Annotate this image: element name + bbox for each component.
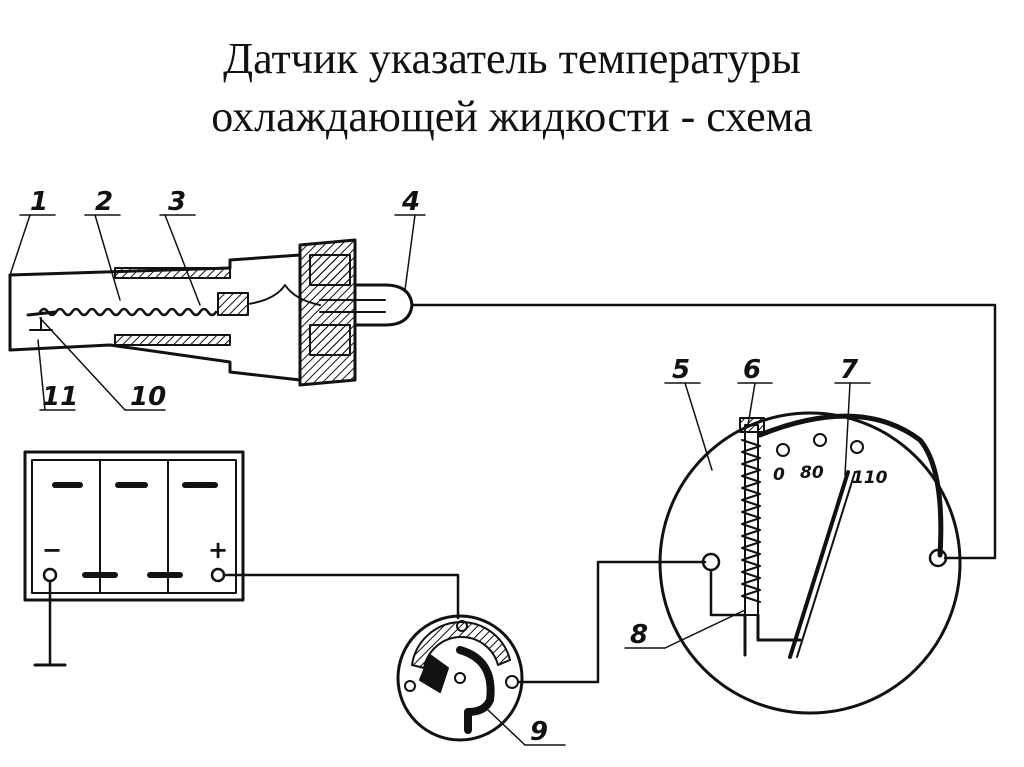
gauge-needle-edge <box>796 471 856 658</box>
wire-switch-to-gauge <box>516 560 707 684</box>
sensor-contact-disk <box>26 310 57 317</box>
label-1: 1 <box>30 187 48 217</box>
sensor-insulator-bottom <box>309 324 351 356</box>
scale-dot-110 <box>850 440 864 454</box>
switch-body <box>396 614 524 742</box>
label-4: 4 <box>401 187 420 217</box>
leader-7 <box>844 382 851 476</box>
ignition-switch <box>396 614 566 746</box>
scale-label-110: 110 <box>852 468 888 488</box>
gauge-internal-wire <box>709 568 747 617</box>
sensor-spring-lead <box>247 284 321 306</box>
label-5: 5 <box>672 355 690 385</box>
title-line-2: охлаждающей жидкости - схема <box>211 92 813 141</box>
scale-label-0: 0 <box>773 465 785 485</box>
battery-plus-label: + <box>208 536 228 564</box>
label-11: 11 <box>42 382 78 412</box>
switch-rotor-arm <box>456 646 495 734</box>
title-line-1: Датчик указатель температуры <box>223 34 801 83</box>
sensor-coil-spring <box>38 307 218 317</box>
leader-1 <box>9 214 31 276</box>
leader-9 <box>487 709 526 746</box>
leader-8 <box>664 609 746 649</box>
leader-4 <box>404 214 416 291</box>
battery-minus-label: − <box>42 536 62 564</box>
battery-terminal-plus <box>210 567 226 583</box>
sensor-terminal <box>353 283 414 327</box>
sensor-wall-bottom <box>114 334 231 346</box>
switch-contact-arc <box>411 621 511 669</box>
gauge-terminal-right <box>928 548 948 568</box>
battery-inner <box>31 459 237 594</box>
switch-center <box>454 672 466 684</box>
leader-6 <box>747 382 756 426</box>
battery-terminal-minus <box>42 567 58 583</box>
sensor-housing <box>8 253 302 382</box>
leader-3 <box>164 214 201 306</box>
leader-10 <box>39 317 126 411</box>
switch-terminal-right <box>505 675 519 689</box>
gauge-bimetal-mount <box>739 417 765 433</box>
switch-rotor <box>419 654 449 693</box>
leader-5 <box>684 382 713 471</box>
wire-battery-to-switch <box>222 573 460 620</box>
gauge-bimetal-strip <box>743 613 802 657</box>
temperature-sensor <box>8 214 426 411</box>
sensor-wall-top <box>114 267 231 279</box>
label-6: 6 <box>743 355 761 385</box>
sensor-contact-holder <box>217 292 249 316</box>
switch-terminal-top <box>456 620 468 632</box>
scale-label-80: 80 <box>800 463 824 483</box>
label-7: 7 <box>840 355 859 385</box>
page-title: Датчик указатель температуры охлаждающей… <box>0 30 1024 146</box>
battery-case <box>23 450 245 602</box>
temperature-gauge <box>624 382 962 715</box>
label-2: 2 <box>95 187 113 217</box>
scale-dot-80 <box>813 433 827 447</box>
gauge-body <box>658 411 962 715</box>
gauge-scale-arc <box>757 413 944 558</box>
battery <box>23 450 245 667</box>
sensor-insulator-top <box>309 254 351 286</box>
wire-sensor-to-gauge <box>410 303 997 560</box>
label-8: 8 <box>630 620 648 650</box>
label-3: 3 <box>168 187 186 217</box>
scale-dot-0 <box>776 443 790 457</box>
leader-2 <box>94 214 121 301</box>
gauge-needle <box>788 470 850 659</box>
label-9: 9 <box>530 717 548 747</box>
switch-terminal-left <box>404 680 416 692</box>
label-10: 10 <box>130 382 166 412</box>
leader-11 <box>37 339 46 411</box>
gauge-heater-winding <box>741 439 761 603</box>
